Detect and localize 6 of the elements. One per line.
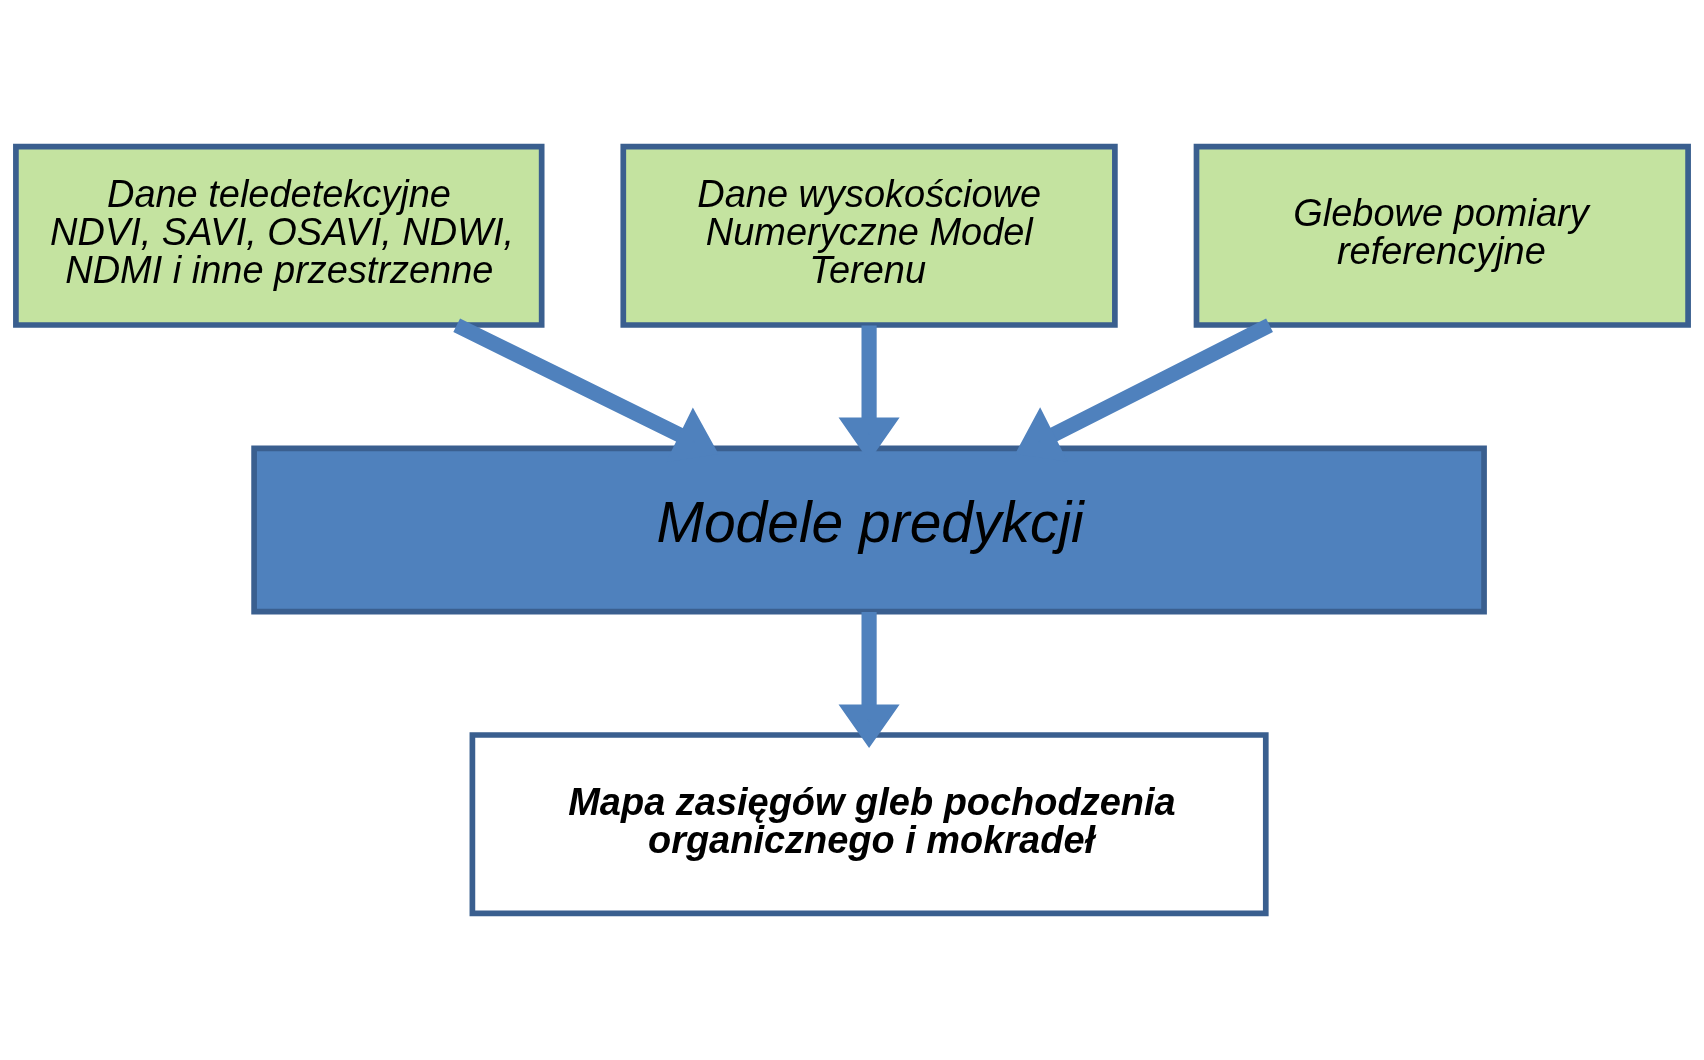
node-box: Glebowe pomiary referencyjne	[1193, 143, 1691, 328]
node-box: Modele predykcji	[251, 445, 1487, 615]
node-box: Mapa zasięgów gleb pochodzenia organicznego i mokradeł	[469, 732, 1269, 917]
node-box: Dane wysokościowe Numeryczne Model Terenu	[620, 143, 1118, 328]
arrow	[838, 612, 900, 749]
node-box: Dane teledetekcyjne NDVI, SAVI, OSAVI, NDWI, NDMI i inne przestrzenne	[13, 143, 545, 328]
